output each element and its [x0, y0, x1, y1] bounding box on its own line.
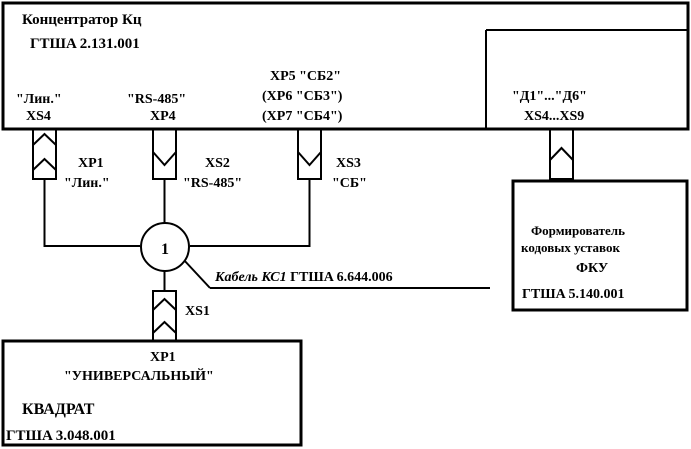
fku-code: ГТШA 5.140.001: [522, 287, 624, 302]
connector-sb-id: XS3: [336, 156, 361, 171]
connector-sb-name: "СБ": [332, 176, 367, 191]
port-sb-line3: (XP7 "СБ4"): [262, 109, 343, 124]
junction-node: 1: [140, 222, 190, 272]
connector-sb: [297, 128, 322, 180]
port-rs-id: XP4: [150, 109, 176, 124]
kvadrat-name: КВАДРАТ: [22, 401, 95, 418]
connector-rs: [152, 128, 177, 180]
junction-number: 1: [161, 241, 169, 258]
port-rs-name: "RS-485": [127, 92, 186, 107]
connector-rs-id: XS2: [205, 156, 230, 171]
connector-lim-id: XP1: [78, 156, 104, 171]
connector-lim: [32, 128, 57, 180]
kvadrat-port-id: XP1: [150, 350, 176, 365]
connector-d: [549, 128, 574, 180]
fku-line3: ФКУ: [576, 261, 608, 276]
port-sb-line2: (XP6 "СБ3"): [262, 89, 343, 104]
connector-lim-name: "Лин.": [64, 176, 110, 191]
connector-bottom: [152, 290, 177, 342]
port-d-id: XS4...XS9: [524, 109, 584, 124]
concentrator-code: ГТШA 2.131.001: [30, 36, 140, 52]
concentrator-block: Концентратор Кц ГТШA 2.131.001 "Лин." XS…: [1, 1, 690, 131]
port-sb-line1: XP5 "СБ2": [270, 69, 341, 84]
cable-label: Кабель КС1 ГТШA 6.644.006: [214, 270, 393, 285]
kvadrat-code: ГТШA 3.048.001: [6, 428, 116, 444]
fku-line2: кодовых уставок: [521, 240, 620, 255]
cable-leader-line: [182, 258, 211, 289]
port-lim-name: "Лин.": [16, 92, 62, 107]
fku-block: Формирователь кодовых уставок ФКУ ГТШA 5…: [511, 179, 689, 312]
connector-bottom-id: XS1: [185, 304, 210, 319]
wire-lim: [43, 179, 140, 247]
kvadrat-block: XP1 "УНИВЕРСАЛЬНЫЙ" КВАДРАТ ГТШA 3.048.0…: [1, 339, 303, 447]
concentrator-title: Концентратор Кц: [22, 12, 142, 28]
port-lim-id: XS4: [26, 109, 51, 124]
fku-line1: Формирователь: [531, 223, 625, 238]
connector-rs-name: "RS-485": [183, 176, 242, 191]
port-d-name: "Д1"..."Д6": [512, 89, 587, 104]
wire-sb: [190, 179, 311, 247]
kvadrat-port-name: "УНИВЕРСАЛЬНЫЙ": [64, 367, 214, 384]
